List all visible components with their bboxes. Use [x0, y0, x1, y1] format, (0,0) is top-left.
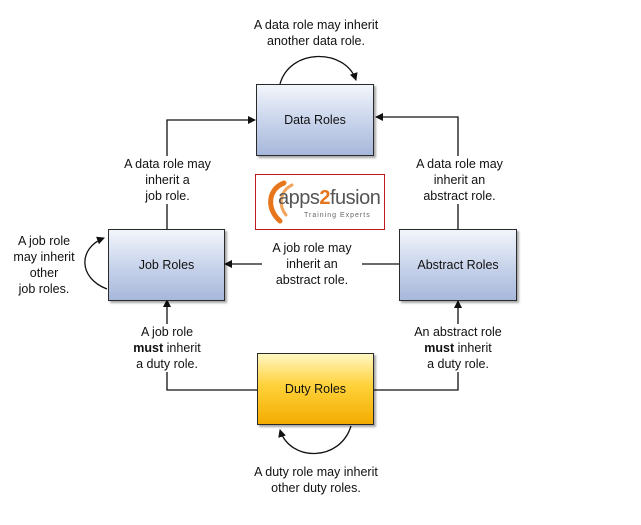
label-abstract-from-duty: An abstract role must inherit a duty rol… [404, 324, 512, 372]
logo-swoosh-icon [268, 180, 294, 224]
data-roles-label: Data Roles [284, 113, 346, 127]
label-data-from-job: A data role may inherit a job role. [110, 156, 225, 204]
arrow-data-self-loop [279, 55, 358, 85]
job-roles-box: Job Roles [108, 229, 225, 301]
apps2fusion-logo: apps2fusion Training Experts [255, 174, 385, 230]
label-data-from-abstract: A data role may inherit an abstract role… [402, 156, 517, 204]
label-job-self: A job role may inherit other job roles. [13, 234, 75, 296]
logo-tagline: Training Experts [304, 212, 371, 219]
label-job-from-duty: A job role must inherit a duty role. [118, 324, 216, 372]
job-roles-label: Job Roles [138, 258, 195, 272]
label-duty-self: A duty role may inherit other duty roles… [254, 465, 378, 495]
duty-roles-label: Duty Roles [284, 382, 347, 396]
abstract-roles-box: Abstract Roles [399, 229, 517, 301]
abstract-roles-label: Abstract Roles [417, 258, 499, 272]
label-data-self: A data role may inherit another data rol… [253, 18, 379, 48]
duty-roles-box: Duty Roles [257, 353, 374, 425]
label-job-from-abstract: A job role may inherit an abstract role. [262, 240, 362, 288]
logo-wordmark: apps2fusion [278, 187, 381, 209]
arrow-duty-self-loop [278, 425, 352, 455]
arrow-job-self-loop [84, 236, 108, 290]
data-roles-box: Data Roles [256, 84, 374, 156]
